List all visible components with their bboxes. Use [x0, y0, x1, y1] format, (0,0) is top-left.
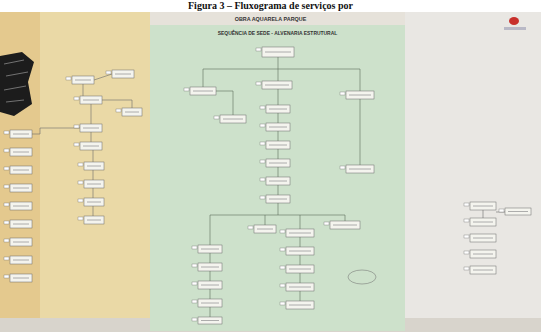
tree-box — [260, 195, 290, 203]
tree-line — [278, 215, 300, 229]
tree-box — [4, 238, 32, 246]
tree-line — [91, 104, 92, 124]
tree-line — [300, 215, 345, 221]
tree-box — [78, 216, 104, 224]
tree-box — [280, 265, 314, 273]
tree-line — [210, 271, 211, 281]
tree-box — [260, 159, 290, 167]
tree-box — [74, 124, 102, 132]
logo — [504, 27, 526, 30]
figure-caption: Figura 3 – Fluxograma de serviços por — [0, 0, 541, 12]
tree-box — [78, 180, 104, 188]
tree-line — [91, 132, 92, 142]
note-oval — [348, 270, 376, 284]
tree-box — [106, 70, 134, 78]
tree-box — [464, 250, 496, 258]
tree-box — [192, 299, 222, 307]
tree-line — [210, 203, 278, 245]
tree-box — [464, 218, 496, 226]
green-band: SEQUÊNCIA DE SEDE - ALVENARIA ESTRUTURAL — [150, 25, 405, 331]
tree-box — [4, 148, 32, 156]
tree-box — [340, 165, 374, 173]
tree-box — [464, 266, 496, 274]
tree-line — [210, 307, 211, 317]
tree-line — [93, 206, 94, 216]
grey-band — [405, 12, 541, 332]
tree-box — [192, 317, 222, 324]
tree-line — [278, 149, 279, 159]
tree-box — [340, 91, 374, 99]
tree-box — [66, 76, 94, 84]
tree-box — [4, 166, 32, 174]
tree-line — [93, 170, 94, 180]
tree-box — [324, 221, 360, 229]
tree-box — [4, 202, 32, 210]
tree-line — [278, 113, 279, 123]
tree-box — [260, 105, 290, 113]
cloth-pattern — [4, 60, 28, 102]
tree-box — [280, 283, 314, 291]
tree-box — [280, 301, 314, 309]
tree-line — [94, 74, 112, 80]
tree-line — [360, 99, 361, 165]
tree-line — [483, 210, 484, 218]
tree-line — [278, 131, 279, 141]
tree-box — [260, 141, 290, 149]
tree-line — [300, 291, 301, 301]
cloth — [0, 52, 34, 116]
yellow-band — [0, 12, 40, 332]
tree-line — [93, 150, 94, 162]
tree-box — [256, 81, 292, 89]
tree-box — [499, 208, 531, 215]
tree-line — [265, 215, 266, 225]
tree-line — [300, 255, 301, 265]
poster-title: OBRA AQUARELA PARQUE — [0, 12, 541, 23]
tree-box — [280, 247, 314, 255]
tree-box — [74, 142, 102, 150]
tree-box — [464, 234, 496, 242]
tree-line — [300, 237, 301, 247]
tree-box — [4, 220, 32, 228]
tree-box — [74, 96, 102, 104]
tree-box — [116, 108, 142, 116]
tree-line — [278, 89, 279, 105]
band-heading: SEQUÊNCIA DE SEDE - ALVENARIA ESTRUTURAL — [150, 25, 405, 38]
tree-line — [216, 91, 233, 115]
tree-line — [210, 253, 211, 263]
tree-box — [4, 256, 32, 264]
tree-line — [32, 128, 80, 134]
logo — [509, 17, 519, 25]
tree-line — [93, 188, 94, 198]
tree-line — [210, 289, 211, 299]
poster-sheet: OBRA AQUARELA PARQUE SEQUÊNCIA DE SEDE - … — [0, 12, 541, 332]
tree-line — [102, 100, 132, 108]
tree-box — [4, 184, 32, 192]
tree-line — [83, 84, 84, 96]
tree-box — [248, 225, 276, 233]
tree-box — [464, 202, 496, 210]
tree-box — [256, 47, 294, 57]
tree-box — [192, 263, 222, 271]
tree-box — [184, 87, 216, 95]
tree-line — [278, 185, 279, 195]
tree-box — [260, 177, 290, 185]
tree-line — [300, 273, 301, 283]
tree-box — [4, 274, 32, 282]
tree-line — [278, 167, 279, 177]
tree-box — [78, 198, 104, 206]
tree-box — [260, 123, 290, 131]
tree-box — [192, 281, 222, 289]
tree-box — [192, 245, 222, 253]
chart-drawing — [150, 25, 405, 331]
yellow-band — [0, 12, 150, 332]
tree-box — [4, 130, 32, 138]
tree-box — [214, 115, 246, 123]
tree-box — [280, 229, 314, 237]
tree-box — [78, 162, 104, 170]
